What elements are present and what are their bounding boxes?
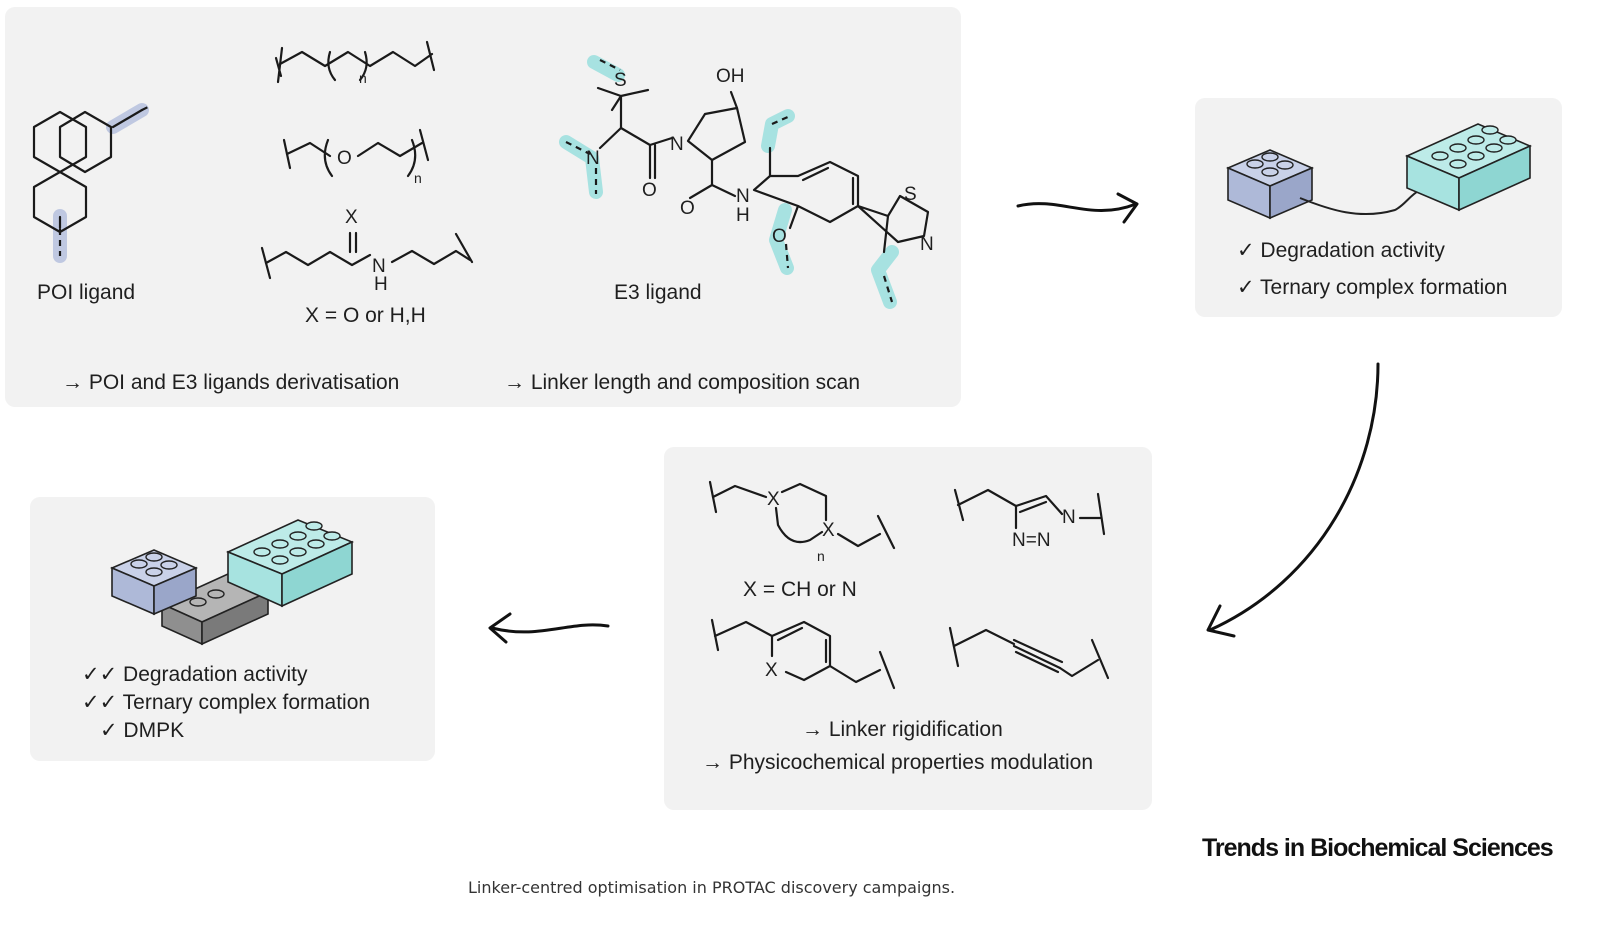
ring-x2-atom: X: [822, 520, 835, 541]
e3-oh: OH: [716, 66, 745, 87]
peg-o-atom: O: [337, 148, 352, 169]
triazole-n1-atom: N: [1062, 507, 1076, 528]
e3-ligand-structure: [559, 55, 930, 309]
alkyl-n-label: n: [359, 70, 367, 86]
left-item-ternary: ✓✓ Ternary complex formation: [82, 691, 371, 714]
ring-x-definition: X = CH or N: [743, 578, 857, 601]
top-caption-linker-scan: → Linker length and composition scan: [504, 371, 861, 394]
right-item-degradation: ✓ Degradation activity: [1237, 239, 1445, 262]
middle-caption-rigidification: → Linker rigidification: [802, 718, 1003, 741]
peg-linker-structure: [282, 128, 430, 178]
middle-caption-physchem: → Physicochemical properties modulation: [702, 751, 1094, 774]
e3-n-amine: N: [586, 148, 600, 169]
top-caption-derivatisation: → POI and E3 ligands derivatisation: [62, 371, 400, 394]
e3-o-carbonyl-1: O: [642, 180, 657, 201]
ring-x1-atom: X: [767, 489, 780, 510]
amide-x-atom: X: [345, 207, 358, 228]
e3-nh-n: N: [736, 186, 750, 207]
ring-n-label: n: [817, 548, 825, 564]
peg-n-label: n: [414, 170, 422, 186]
e3-n-pyrrolidine: N: [670, 134, 684, 155]
e3-nh-h: H: [736, 205, 750, 226]
amide-n-atom: N: [372, 256, 386, 277]
e3-thiazole-n: N: [920, 234, 934, 255]
amide-h-atom: H: [374, 274, 388, 295]
poi-ligand-structure: [32, 103, 151, 263]
e3-thiazole-s: S: [904, 184, 917, 205]
amide-x-definition: X = O or H,H: [305, 304, 426, 327]
pyridine-x-atom: X: [765, 660, 778, 681]
e3-o-methoxy: O: [772, 226, 787, 247]
e3-o-carbonyl-2: O: [680, 198, 695, 219]
e3-ligand-label: E3 ligand: [614, 281, 702, 304]
panel-linker-rigidification: [664, 447, 1152, 810]
triazole-n23-atom: N=N: [1012, 530, 1051, 551]
amide-linker-structure: [260, 231, 474, 280]
right-item-ternary: ✓ Ternary complex formation: [1237, 276, 1508, 299]
alkyl-linker-structure: [274, 40, 436, 84]
journal-brand: Trends in Biochemical Sciences: [1202, 834, 1554, 862]
e3-s-atom: S: [614, 70, 627, 91]
poi-ligand-label: POI ligand: [37, 281, 136, 304]
figure-caption: Linker-centred optimisation in PROTAC di…: [468, 878, 956, 897]
left-item-dmpk: ✓ DMPK: [100, 719, 185, 742]
left-item-degradation: ✓✓ Degradation activity: [82, 663, 308, 686]
